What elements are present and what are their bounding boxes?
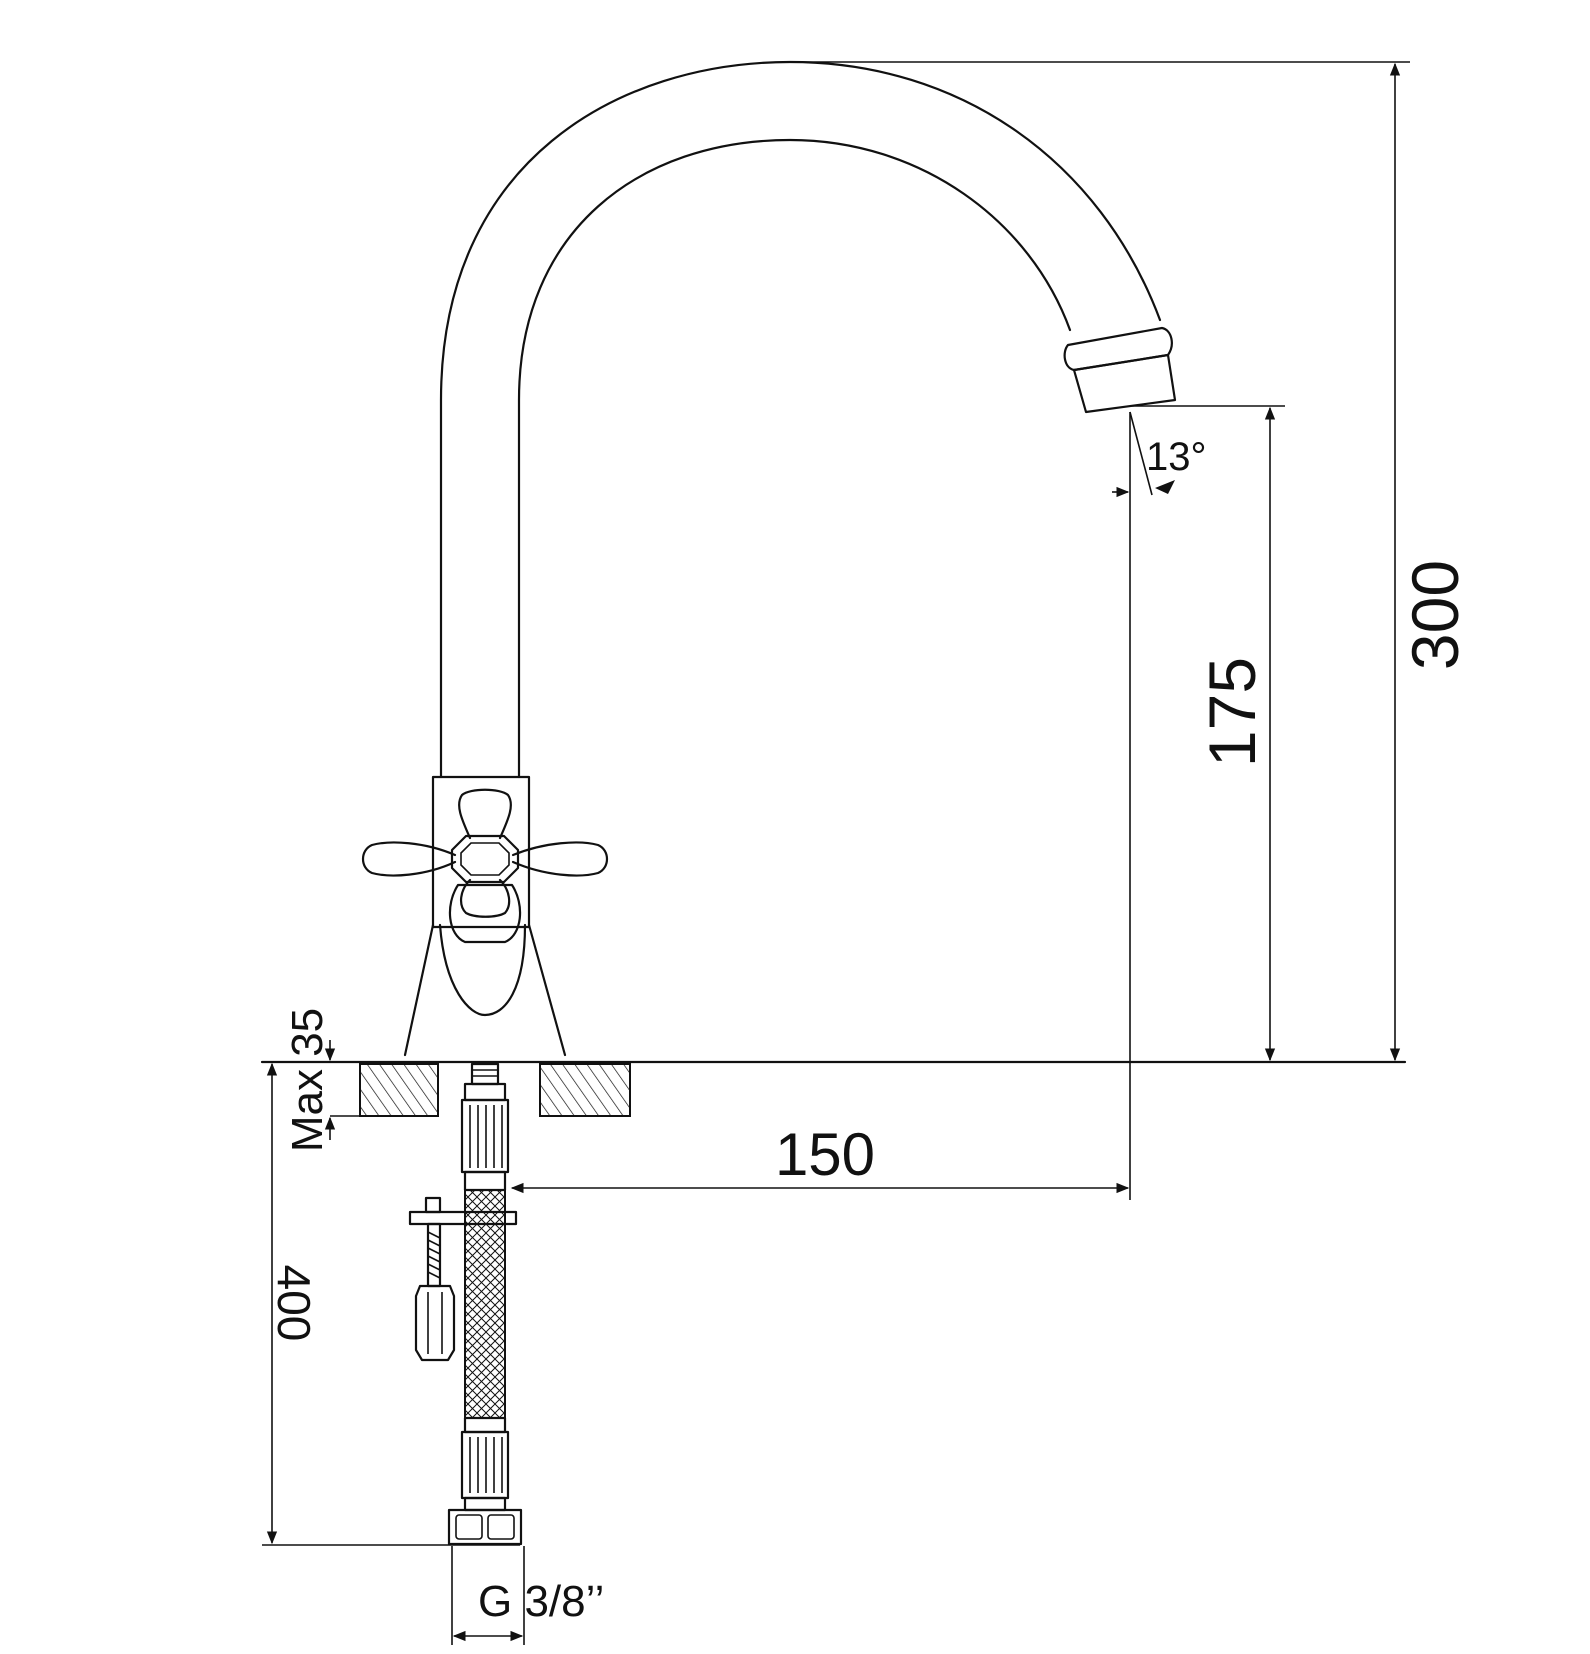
dim-hose-length: 400	[262, 1062, 520, 1546]
label-hose-length: 400	[268, 1265, 320, 1342]
deck-hatch-right	[539, 1063, 631, 1117]
label-spout-height: 175	[1195, 657, 1269, 767]
cross-handle[interactable]	[361, 788, 609, 918]
dim-spout-height: 175	[1130, 405, 1285, 1062]
dim-overall-height: 300	[790, 61, 1472, 1062]
dim-thread: G 3/8’’	[451, 1546, 604, 1645]
hose-nut	[447, 1508, 523, 1546]
valve-body	[403, 775, 567, 1057]
dim-deck-thickness: Max 35	[283, 1008, 360, 1152]
deck-section	[260, 1060, 1407, 1117]
label-thread: G 3/8’’	[478, 1577, 604, 1626]
deck-hatch-left	[359, 1063, 439, 1117]
fixing-rod	[408, 1196, 518, 1362]
label-overall-height: 300	[1398, 560, 1472, 670]
label-deck-thickness: Max 35	[283, 1008, 332, 1152]
label-spout-reach: 150	[775, 1121, 875, 1188]
hose-assembly	[447, 1062, 523, 1546]
dim-spout-reach: 150	[510, 1121, 1130, 1194]
aerator	[1072, 353, 1177, 414]
label-spout-angle: 13°	[1146, 435, 1207, 479]
spout	[439, 60, 1177, 779]
dim-spout-angle: 13°	[1112, 411, 1207, 1200]
